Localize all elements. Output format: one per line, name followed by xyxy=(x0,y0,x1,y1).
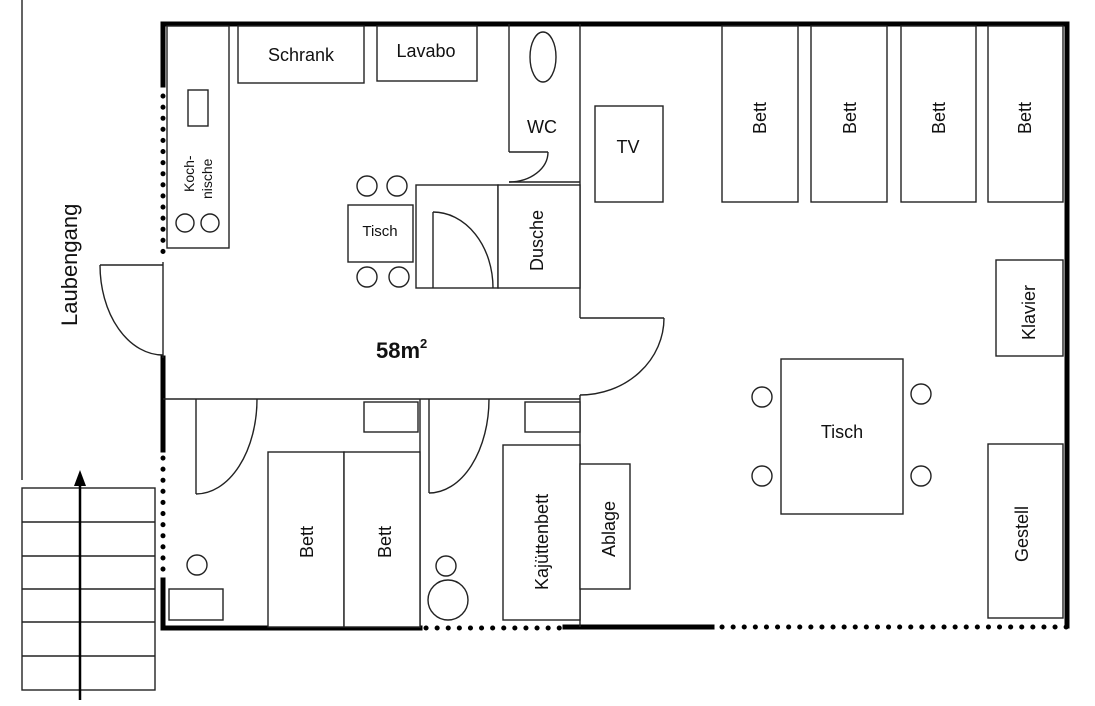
wc: WC xyxy=(508,31,557,183)
large-table: Tisch xyxy=(751,358,932,515)
bunk-bed: Kajüttenbett xyxy=(502,444,581,621)
bed-top-3: Bett xyxy=(900,25,977,203)
large-table-label: Tisch xyxy=(821,422,863,442)
bed-bottom-1-label: Bett xyxy=(297,526,317,558)
bedroom-left xyxy=(168,398,419,621)
bed-top-3-label: Bett xyxy=(929,102,949,134)
small-table-label: Tisch xyxy=(362,223,397,240)
bed-bottom-1: Bett xyxy=(267,451,345,628)
staircase xyxy=(21,470,156,700)
bed-top-2: Bett xyxy=(810,25,888,203)
bed-top-1-label: Bett xyxy=(750,102,770,134)
stair-arrow-head xyxy=(74,470,86,486)
living-room-door xyxy=(579,317,665,396)
bed-top-2-label: Bett xyxy=(840,102,860,134)
kitchenette-label-1: Koch- xyxy=(181,155,197,192)
sink: Lavabo xyxy=(376,25,478,82)
bed-bottom-2-label: Bett xyxy=(375,526,395,558)
tv-label: TV xyxy=(616,137,639,157)
shelf: Gestell xyxy=(987,443,1064,619)
kitchenette-label-2: nische xyxy=(199,158,215,199)
corridor-label: Laubengang xyxy=(57,204,82,326)
area-label: 58m2 xyxy=(376,336,427,363)
small-table: Tisch xyxy=(347,175,414,288)
piano-label: Klavier xyxy=(1019,285,1039,340)
shower-label: Dusche xyxy=(527,210,547,271)
entrance-door xyxy=(99,264,164,356)
wardrobe: Schrank xyxy=(237,25,365,84)
bunk-bed-label: Kajüttenbett xyxy=(532,494,552,590)
sink-label: Lavabo xyxy=(396,41,455,61)
outer-walls xyxy=(160,21,1070,631)
bedroom-middle xyxy=(427,398,581,621)
shelf-label: Gestell xyxy=(1012,506,1032,562)
piano: Klavier xyxy=(995,259,1064,357)
small-shelf-label: Ablage xyxy=(599,501,619,557)
bed-top-1: Bett xyxy=(721,25,799,203)
bed-bottom-2: Bett xyxy=(343,451,421,628)
kitchenette: Koch- nische xyxy=(166,25,230,249)
bed-top-4-label: Bett xyxy=(1015,102,1035,134)
bed-top-4: Bett xyxy=(987,25,1064,203)
tv: TV xyxy=(594,105,664,203)
small-shelf: Ablage xyxy=(579,463,631,590)
wardrobe-label: Schrank xyxy=(268,45,335,65)
shower-area: Dusche xyxy=(415,184,581,289)
wc-label: WC xyxy=(527,117,557,137)
window-walls xyxy=(160,93,1070,631)
